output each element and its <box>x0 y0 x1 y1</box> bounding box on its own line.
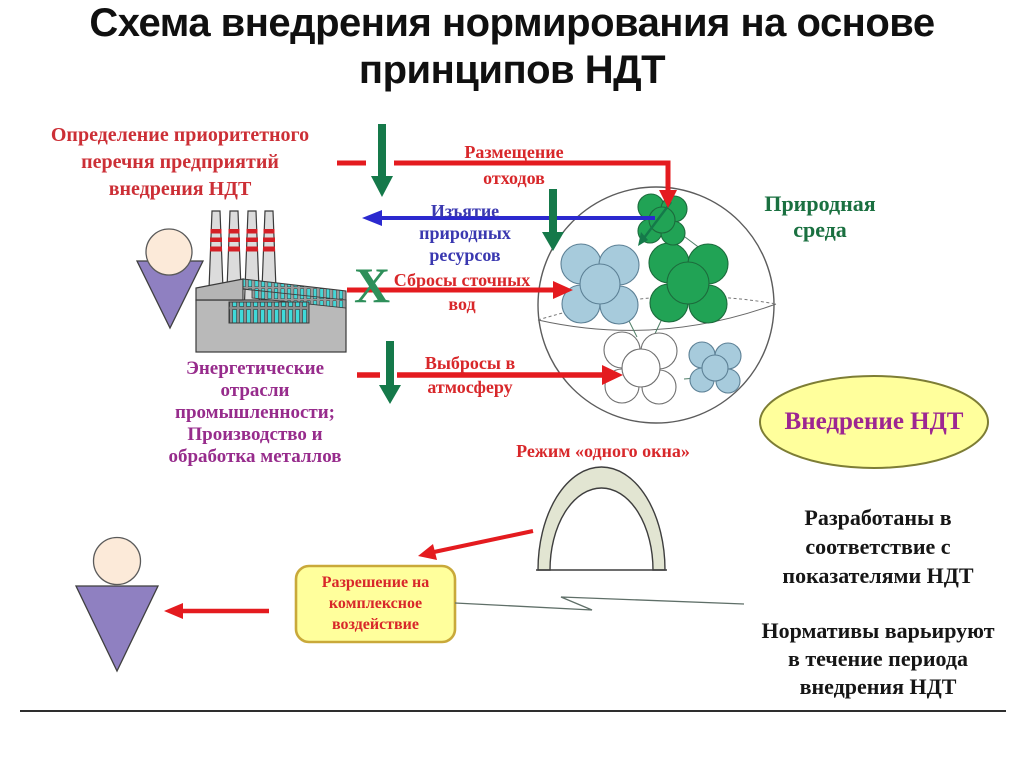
globe-equator-lower <box>537 303 777 331</box>
environment-label: Природная среда <box>737 191 903 243</box>
priority-list-text: Определение приоритетного перечня предпр… <box>25 122 335 203</box>
slide-title: Схема внедрения нормирования на основе п… <box>0 0 1024 94</box>
industry-line: отрасли <box>220 380 290 401</box>
permit-line: комплексное <box>328 595 423 612</box>
discharge-line: вод <box>448 294 476 314</box>
cloud-blue-upper-left <box>560 243 640 325</box>
extraction-line: природных <box>419 223 511 243</box>
standards-line: Нормативы варьируют <box>761 618 995 643</box>
industry-line: промышленности; <box>175 402 335 423</box>
factory-roof-windows-2 <box>251 289 347 309</box>
person-icon-top <box>135 228 205 330</box>
arch-pointer-arrow <box>418 529 534 560</box>
standards-line: в течение периода <box>787 646 969 671</box>
permit-box <box>294 564 457 644</box>
priority-line: внедрения НДТ <box>108 178 252 200</box>
factory-window-band <box>228 301 310 324</box>
discharge-arrow <box>347 281 573 299</box>
developed-line: Разработаны в <box>804 505 952 530</box>
green-down-arrow-3 <box>379 341 401 404</box>
slide-title-line: принципов НДТ <box>358 48 666 92</box>
discharge-label: Сбросы сточных вод <box>384 268 540 316</box>
priority-line: перечня предприятий <box>81 151 279 173</box>
industry-line: Энергетические <box>185 358 325 379</box>
extraction-arrow <box>362 210 655 226</box>
factory-icon <box>195 210 347 353</box>
cloud-blue-bottom-right <box>688 341 742 394</box>
industry-line: Производство и <box>187 424 323 445</box>
emissions-arrow <box>357 365 623 385</box>
permit-pointer-arrow <box>164 603 269 619</box>
green-down-arrow-2 <box>542 189 564 251</box>
waste-label: Размещение отходов <box>428 139 600 191</box>
environment-line: среда <box>793 217 847 242</box>
extraction-label: Изъятие природных ресурсов <box>392 200 538 266</box>
extraction-line: Изъятие <box>430 201 500 221</box>
one-window-label: Режим «одного окна» <box>516 441 690 461</box>
cloud-green-top <box>637 193 688 246</box>
cloud-green-center <box>648 242 729 324</box>
emissions-line: атмосферу <box>427 377 513 397</box>
waste-line: отходов <box>483 168 545 188</box>
permit-box-text: Разрешение на комплексное воздействие <box>296 572 455 635</box>
zigzag-connector <box>454 596 745 611</box>
emissions-label: Выбросы в атмосферу <box>392 351 548 399</box>
one-window-arch-icon <box>536 466 667 571</box>
standards-line: внедрения НДТ <box>799 674 957 699</box>
waste-arrow <box>337 160 677 208</box>
permit-line: Разрешение на <box>321 574 430 591</box>
emissions-line: Выбросы в <box>424 353 516 373</box>
discharge-line: Сбросы сточных <box>393 270 531 290</box>
extraction-line: ресурсов <box>429 245 501 265</box>
standards-note: Нормативы варьируют в течение периода вн… <box>736 617 1020 701</box>
environment-line: Природная <box>764 191 876 216</box>
ndt-badge-label: Внедрение НДТ <box>784 408 964 435</box>
cloud-diagonal-green-arrow <box>638 201 672 246</box>
developed-line: соответствие с <box>805 534 951 559</box>
discharge-blocked-x-mark: X <box>353 257 391 313</box>
industry-caption: Энергетические отрасли промышленности; П… <box>127 358 383 468</box>
priority-line: Определение приоритетного <box>50 124 310 146</box>
industry-line: обработка металлов <box>168 446 342 467</box>
green-down-arrow-1 <box>371 124 393 197</box>
person-icon-bottom <box>74 536 160 673</box>
developed-note: Разработаны в соответствие с показателям… <box>736 503 1020 590</box>
developed-line: показателями НДТ <box>782 563 974 588</box>
permit-line: воздействие <box>331 616 419 633</box>
ndt-badge-ellipse <box>759 375 989 469</box>
slide-title-line: Схема внедрения нормирования на основе <box>89 1 935 45</box>
waste-line: Размещение <box>464 142 564 162</box>
